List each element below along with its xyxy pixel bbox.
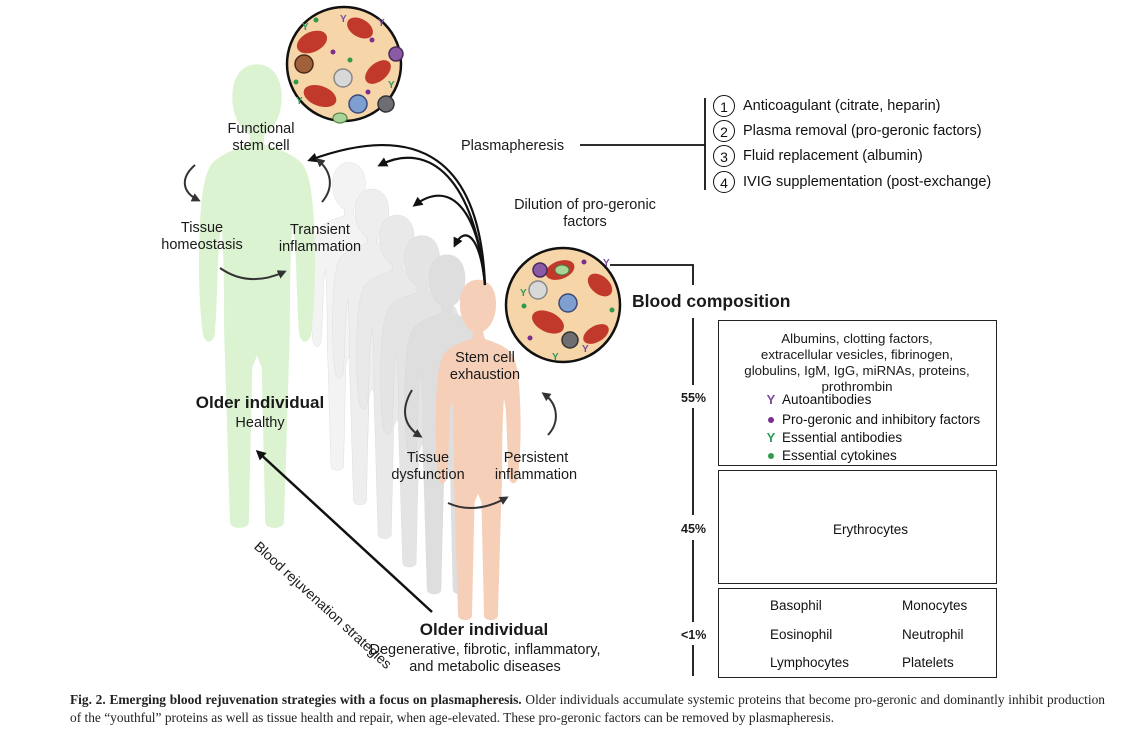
arrow-homeostasis-to-inflammation <box>219 267 287 281</box>
transient-line-1: Transient <box>290 222 350 238</box>
step-1: 1 Anticoagulant (citrate, heparin) <box>713 95 940 117</box>
legend-essential-antibodies: Y Essential antibodies <box>764 430 902 446</box>
plasma-box: Albumins, clotting factors, extracellula… <box>718 320 997 466</box>
functional-line-1: Functional <box>227 121 295 137</box>
functional-stem-cell-label: Functional stem cell <box>210 121 312 155</box>
progeronic-label: Pro-geronic and inhibitory factors <box>782 412 981 427</box>
step-2-number: 2 <box>713 120 735 142</box>
transient-line-2: inflammation <box>278 239 362 255</box>
dysfunction-line-2: dysfunction <box>391 467 465 483</box>
essential-antibody-icon: Y <box>766 430 776 445</box>
arrow-plasma-4 <box>307 144 487 286</box>
blood-vessel-middle: Y Y Y Y <box>504 246 622 364</box>
cytokine-dot-icon <box>768 452 774 459</box>
functional-line-2: stem cell <box>232 138 290 154</box>
svg-text:Y: Y <box>552 352 559 363</box>
dilution-label: Dilution of pro-geronic factors <box>495 197 675 231</box>
older-disease-subtitle: Degenerative, fibrotic, inflammatory, an… <box>340 642 630 676</box>
step-4: 4 IVIG supplementation (post-exchange) <box>713 171 991 193</box>
eosinophil-label: Eosinophil <box>770 627 833 642</box>
rbc-percent: 45% <box>681 522 707 536</box>
dysfunction-line-1: Tissue <box>406 450 450 466</box>
arrow-dysfunction-to-persistent <box>447 496 509 510</box>
tissue-dysfunction-label: Tissue dysfunction <box>378 450 478 484</box>
step-3-number: 3 <box>713 145 735 167</box>
svg-text:Y: Y <box>582 344 589 355</box>
svg-text:Y: Y <box>296 96 303 107</box>
dilution-line-2: factors <box>563 214 607 230</box>
exhaustion-line-2: exhaustion <box>449 367 521 383</box>
arrow-persistent-to-exhaustion <box>541 392 557 436</box>
tissue-homeostasis-label: Tissue homeostasis <box>152 220 252 254</box>
cells-box: Basophil Monocytes Eosinophil Neutrophil… <box>718 588 997 678</box>
neutrophil-label: Neutrophil <box>902 627 964 642</box>
dilution-line-1: Dilution of pro-geronic <box>514 197 656 213</box>
caption-title: Fig. 2. Emerging blood rejuvenation stra… <box>70 692 522 707</box>
transient-inflammation-label: Transient inflammation <box>270 222 370 256</box>
legend-progeronic: Pro-geronic and inhibitory factors <box>764 412 980 428</box>
svg-text:Y: Y <box>388 80 395 91</box>
other-percent: <1% <box>681 628 707 642</box>
lymphocytes-label: Lymphocytes <box>770 655 850 670</box>
step-3-text: Fluid replacement (albumin) <box>743 147 923 164</box>
erythrocytes-label: Erythrocytes <box>833 522 909 537</box>
plasmapheresis-bracket <box>580 98 706 190</box>
svg-text:Y: Y <box>603 258 610 269</box>
plasmapheresis-arrows <box>307 144 487 286</box>
plasma-text-4: prothrombin <box>821 379 893 394</box>
blood-vessel-top: Y Y Y Y Y <box>285 5 404 124</box>
basophil-label: Basophil <box>770 598 822 613</box>
persistent-inflammation-label: Persistent inflammation <box>480 450 592 484</box>
svg-text:Y: Y <box>520 288 527 299</box>
essential-cytokines-label: Essential cytokines <box>782 448 897 463</box>
svg-text:Y: Y <box>302 22 309 33</box>
svg-text:Y: Y <box>340 14 347 25</box>
blood-rejuvenation-arrow <box>255 449 433 613</box>
stem-cell-exhaustion-label: Stem cell exhaustion <box>430 350 540 384</box>
plasma-components: Albumins, clotting factors, extracellula… <box>719 331 995 395</box>
arrow-exhaustion-to-dysfunction <box>404 389 423 438</box>
disease-line-1: Degenerative, fibrotic, inflammatory, <box>369 642 601 658</box>
step-3: 3 Fluid replacement (albumin) <box>713 145 923 167</box>
platelets-label: Platelets <box>902 655 954 670</box>
step-2: 2 Plasma removal (pro-geronic factors) <box>713 120 982 142</box>
figure: Y Y Y Y Y Y Y Y Y <box>152 5 997 678</box>
arrow-inflammation-to-stem <box>315 158 331 203</box>
older-healthy-subtitle: Healthy <box>235 415 285 431</box>
plasma-text-1: Albumins, clotting factors, <box>781 331 933 346</box>
svg-text:Y: Y <box>378 18 385 29</box>
step-1-text: Anticoagulant (citrate, heparin) <box>743 97 941 114</box>
progeronic-dot-icon <box>768 416 774 423</box>
essential-antibodies-label: Essential antibodies <box>782 430 903 445</box>
composition-connectors <box>610 264 694 676</box>
monocytes-label: Monocytes <box>902 598 968 613</box>
plasma-text-3: globulins, IgM, IgG, miRNAs, proteins, <box>744 363 970 378</box>
step-4-number: 4 <box>713 171 735 193</box>
step-2-text: Plasma removal (pro-geronic factors) <box>743 122 982 139</box>
arrow-stem-to-homeostasis <box>183 164 201 202</box>
disease-line-2: and metabolic diseases <box>409 659 561 675</box>
caption-text: Older individuals accumulate systemic pr… <box>70 692 1105 725</box>
plasma-text-2: extracellular vesicles, fibrinogen, <box>760 347 954 362</box>
step-4-text: IVIG supplementation (post-exchange) <box>743 173 992 190</box>
autoantibodies-label: Autoantibodies <box>782 392 872 407</box>
erythrocyte-box: Erythrocytes <box>718 470 997 584</box>
persistent-line-1: Persistent <box>503 450 569 466</box>
older-disease-title: Older individual <box>419 620 549 639</box>
plasma-percent: 55% <box>681 391 707 405</box>
autoantibody-icon: Y <box>766 392 776 407</box>
legend-autoantibodies: Y Autoantibodies <box>764 392 872 408</box>
homeostasis-line-2: homeostasis <box>161 237 243 253</box>
persistent-line-2: inflammation <box>494 467 578 483</box>
exhaustion-line-1: Stem cell <box>455 350 515 366</box>
older-healthy-title: Older individual <box>195 393 325 412</box>
figure-caption: Fig. 2. Emerging blood rejuvenation stra… <box>70 691 1105 726</box>
blood-composition-title: Blood composition <box>632 291 791 311</box>
plasmapheresis-label: Plasmapheresis <box>461 138 565 154</box>
homeostasis-line-1: Tissue <box>180 220 224 236</box>
cycle-arrows <box>183 158 557 510</box>
step-1-number: 1 <box>713 95 735 117</box>
legend-essential-cytokines: Essential cytokines <box>764 448 897 464</box>
